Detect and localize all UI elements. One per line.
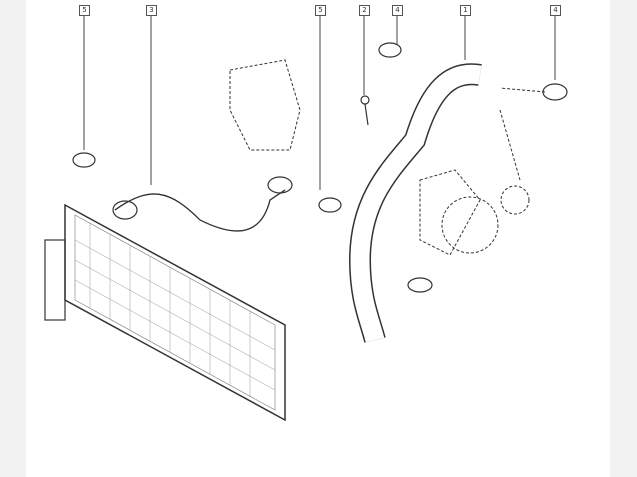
intercooler: [44, 203, 286, 422]
callout-1: 1: [460, 5, 471, 16]
callout-4: 4: [392, 5, 403, 16]
throttle-body: [229, 59, 301, 151]
bolt-2: [360, 95, 370, 126]
callout-5: 5: [315, 5, 326, 16]
callout-3: 3: [146, 5, 157, 16]
callout-2: 2: [359, 5, 370, 16]
leader-lines: [83, 15, 556, 190]
turbocharger: [419, 169, 530, 256]
callout-4: 4: [550, 5, 561, 16]
callout-5: 5: [79, 5, 90, 16]
